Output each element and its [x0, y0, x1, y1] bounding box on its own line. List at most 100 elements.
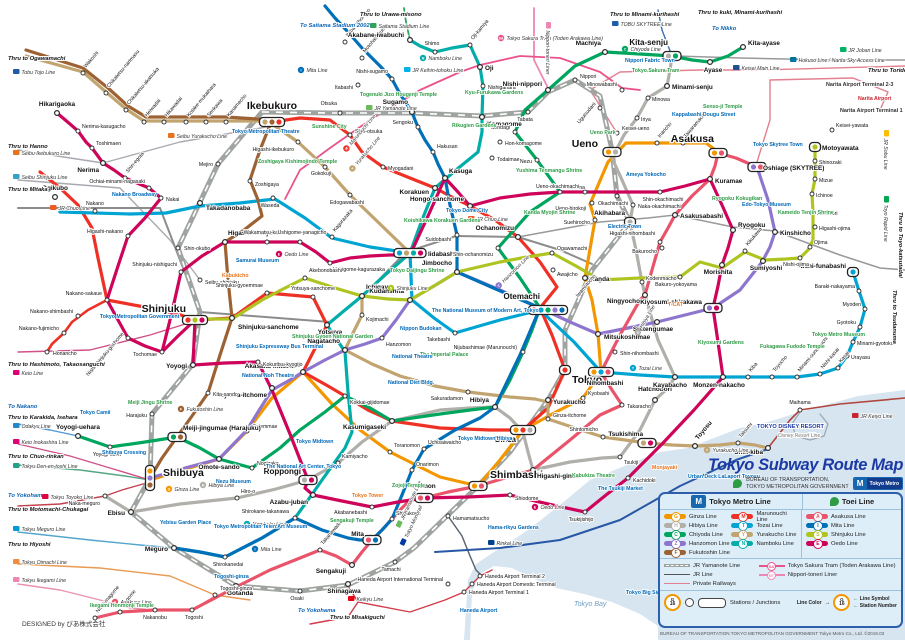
line-badge: Keio Line — [13, 370, 44, 378]
edge-label: Thru to Misakiguchi — [330, 615, 385, 621]
station-label: Gaiemmae — [252, 424, 277, 430]
station-label: Nihombashi — [587, 380, 624, 387]
station-label: Tokyo — [572, 374, 602, 386]
station-label: Roppongi — [264, 467, 301, 476]
line-badge: Seibu Shinjuku Line — [13, 174, 68, 182]
edge-label: Thru to Chuo-rinkan — [8, 454, 64, 460]
toei-leaf-icon — [829, 497, 839, 506]
station-label: Shintomicho — [569, 427, 598, 433]
station-circle-icon — [685, 598, 694, 607]
station-label: Akabanebashi — [334, 510, 367, 516]
station-marker — [807, 244, 813, 250]
station-marker — [706, 58, 713, 65]
station-label: Shinjuku-nishiguchi — [132, 262, 177, 268]
line-tokyo-monorail — [447, 515, 483, 577]
station-marker — [203, 119, 209, 125]
title-block: Tokyo Subway Route Map BUREAU OF TRANSPO… — [655, 456, 903, 490]
station-label: Shin-okachimachi — [643, 197, 684, 203]
station-marker — [512, 129, 518, 135]
station-label: Ogikubo — [42, 185, 68, 192]
station-marker — [856, 288, 862, 294]
svg-text:T: T — [632, 366, 635, 370]
station-label: Nakano-fujimicho — [19, 326, 59, 332]
station-label: Yotsuya — [318, 329, 343, 336]
station-label: Kachidoki — [633, 478, 656, 484]
line-symbol-dot-H — [301, 477, 308, 483]
station-marker — [409, 108, 416, 115]
station-marker — [189, 607, 195, 613]
station-label: Okachimachi — [598, 201, 628, 207]
line-symbol-dot-I — [559, 307, 565, 313]
station-marker — [432, 49, 438, 55]
line-marunouchi-branch — [45, 298, 109, 354]
station-label: Kudanshita — [369, 288, 404, 295]
station-label: Korakuen — [400, 189, 430, 196]
svg-text:Tokyu Meguro Line: Tokyu Meguro Line — [22, 527, 66, 533]
station-marker — [183, 119, 189, 125]
station-marker — [122, 175, 128, 181]
station-marker — [51, 194, 58, 201]
line-badge: Tokyu Toyoko Line — [42, 494, 94, 502]
station-marker — [89, 145, 95, 151]
landmark-label: Urban Deck LaLaport Toyosu — [688, 474, 760, 480]
edge-label: Narita Airport Terminal 2-3 — [826, 82, 893, 88]
svg-text:JR Keiyo Line: JR Keiyo Line — [860, 414, 893, 420]
station-marker — [492, 404, 499, 411]
svg-text:Hokuso Line / Narita Sky Acces: Hokuso Line / Narita Sky Access Line — [799, 58, 885, 64]
station-marker — [507, 492, 513, 498]
station-marker — [829, 127, 835, 133]
station-label: Sakuradamon — [431, 396, 463, 402]
svg-text:JR Chuo Line: JR Chuo Line — [476, 217, 509, 223]
station-marker — [53, 109, 60, 116]
line-chip-N: N — [731, 539, 754, 550]
station-label: Uguisudani — [576, 101, 597, 125]
line-badge: TOBU SKYTREE Line — [612, 21, 673, 29]
station-marker — [582, 509, 588, 515]
line-symbol-dot-E — [647, 440, 654, 446]
station-label: Kyobashi — [588, 391, 609, 397]
svg-text:Y: Y — [350, 166, 355, 171]
svg-text:Toyo Rapid Line: Toyo Rapid Line — [882, 205, 888, 242]
station-marker — [292, 515, 298, 521]
station-label: Nezu — [520, 159, 532, 165]
edge-label: Thru to Hiyoshi — [8, 542, 51, 548]
svg-text:Keikyu Line: Keikyu Line — [357, 597, 384, 603]
station-marker — [255, 359, 261, 365]
line-keio-inokashira — [17, 443, 151, 481]
station-marker — [212, 592, 218, 598]
station-marker — [322, 164, 328, 170]
line-symbol-dot-H — [627, 219, 633, 225]
station-marker — [461, 589, 467, 595]
station-marker — [146, 185, 152, 191]
station-label: Mita — [351, 531, 364, 538]
station-marker — [719, 374, 726, 381]
station-box-daimon — [414, 492, 434, 504]
station-label: Keisei-yawata — [836, 123, 868, 129]
svg-text:Yurakucho Line: Yurakucho Line — [713, 448, 749, 454]
station-label: Kanda — [590, 276, 610, 283]
station-marker — [645, 95, 651, 101]
landmark-label: Meiji Jingu Shrine — [128, 400, 173, 406]
station-label: Tochomae — [133, 352, 157, 358]
line-symbol-dot-Z — [552, 307, 558, 313]
landmark-label: Hama-rikyu Gardens — [488, 525, 539, 531]
legend-metro-header: M Tokyo Metro Line — [660, 494, 804, 509]
line-symbol-dot-M — [276, 119, 282, 125]
station-label: Nakano-sakaue — [66, 291, 102, 297]
station-label: Meguro — [145, 546, 168, 553]
line-symbol-label: ← Line Symbol — [853, 595, 890, 602]
line-odakyu — [17, 423, 79, 437]
station-marker — [175, 245, 181, 251]
station-label: Toyosu — [694, 420, 714, 442]
station-marker — [335, 460, 341, 466]
line-mita — [172, 4, 542, 559]
line-hokuso-narita — [756, 77, 889, 163]
station-label: Higashi-nakano — [87, 229, 123, 235]
station-marker — [809, 191, 815, 197]
station-marker — [99, 160, 106, 167]
